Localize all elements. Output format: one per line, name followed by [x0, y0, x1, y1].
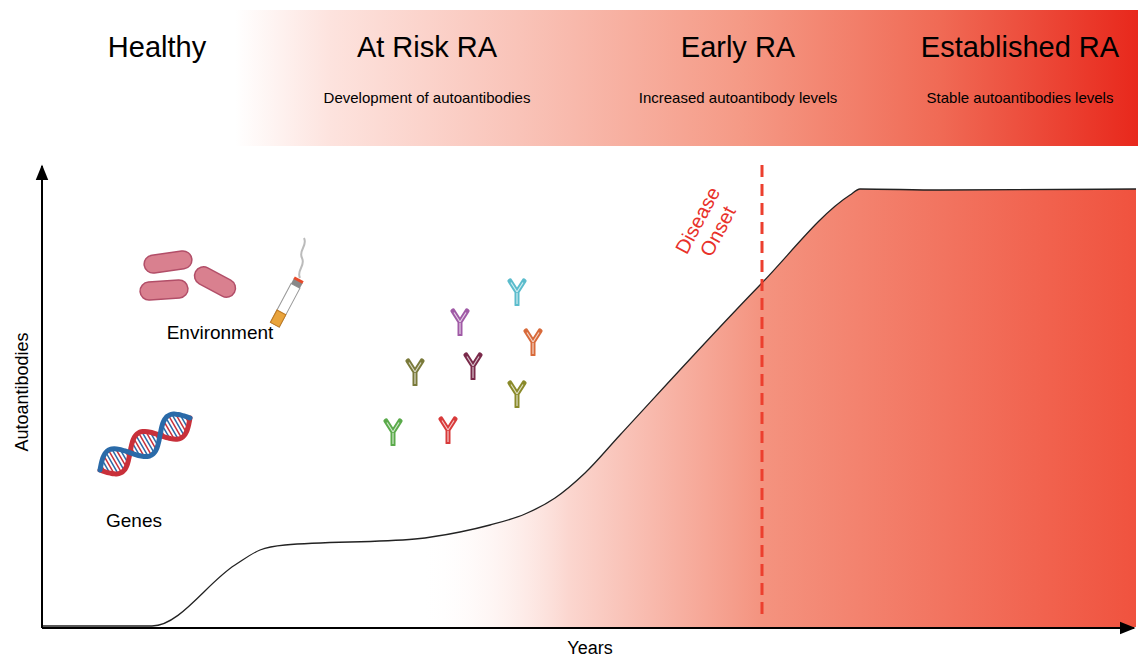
- genes-label: Genes: [106, 510, 162, 532]
- onset-line: [761, 165, 764, 618]
- dna-strand: [100, 418, 190, 474]
- cigarette-icon: [270, 276, 303, 327]
- autoantibody-curve: [42, 189, 1136, 626]
- antibodies: [386, 281, 540, 445]
- dna-strand: [100, 414, 190, 470]
- stage-subtitle: Stable autoantibodies levels: [927, 89, 1114, 106]
- autoantibody-area: [42, 189, 1136, 627]
- axis-title: Years: [567, 638, 612, 659]
- onset-label: Disease Onset: [671, 183, 745, 268]
- smoke: [299, 238, 305, 278]
- stage-heading: At Risk RA: [357, 31, 497, 64]
- stage-band: Healthy At Risk RA Development of autoanti…: [0, 10, 1138, 146]
- stage-subtitle: Development of autoantibodies: [324, 89, 531, 106]
- x-axis: [42, 627, 1134, 629]
- stage-heading: Established RA: [921, 31, 1119, 64]
- axis-title: Autoantibodies: [12, 332, 33, 451]
- environment-label: Environment: [167, 322, 274, 344]
- dna-icon: [100, 414, 190, 474]
- stage-heading: Healthy: [108, 31, 206, 64]
- bacteria-icon: [139, 250, 238, 301]
- stage-subtitle: Increased autoantibody levels: [639, 89, 837, 106]
- stage-heading: Early RA: [681, 31, 795, 64]
- y-axis: [41, 166, 43, 628]
